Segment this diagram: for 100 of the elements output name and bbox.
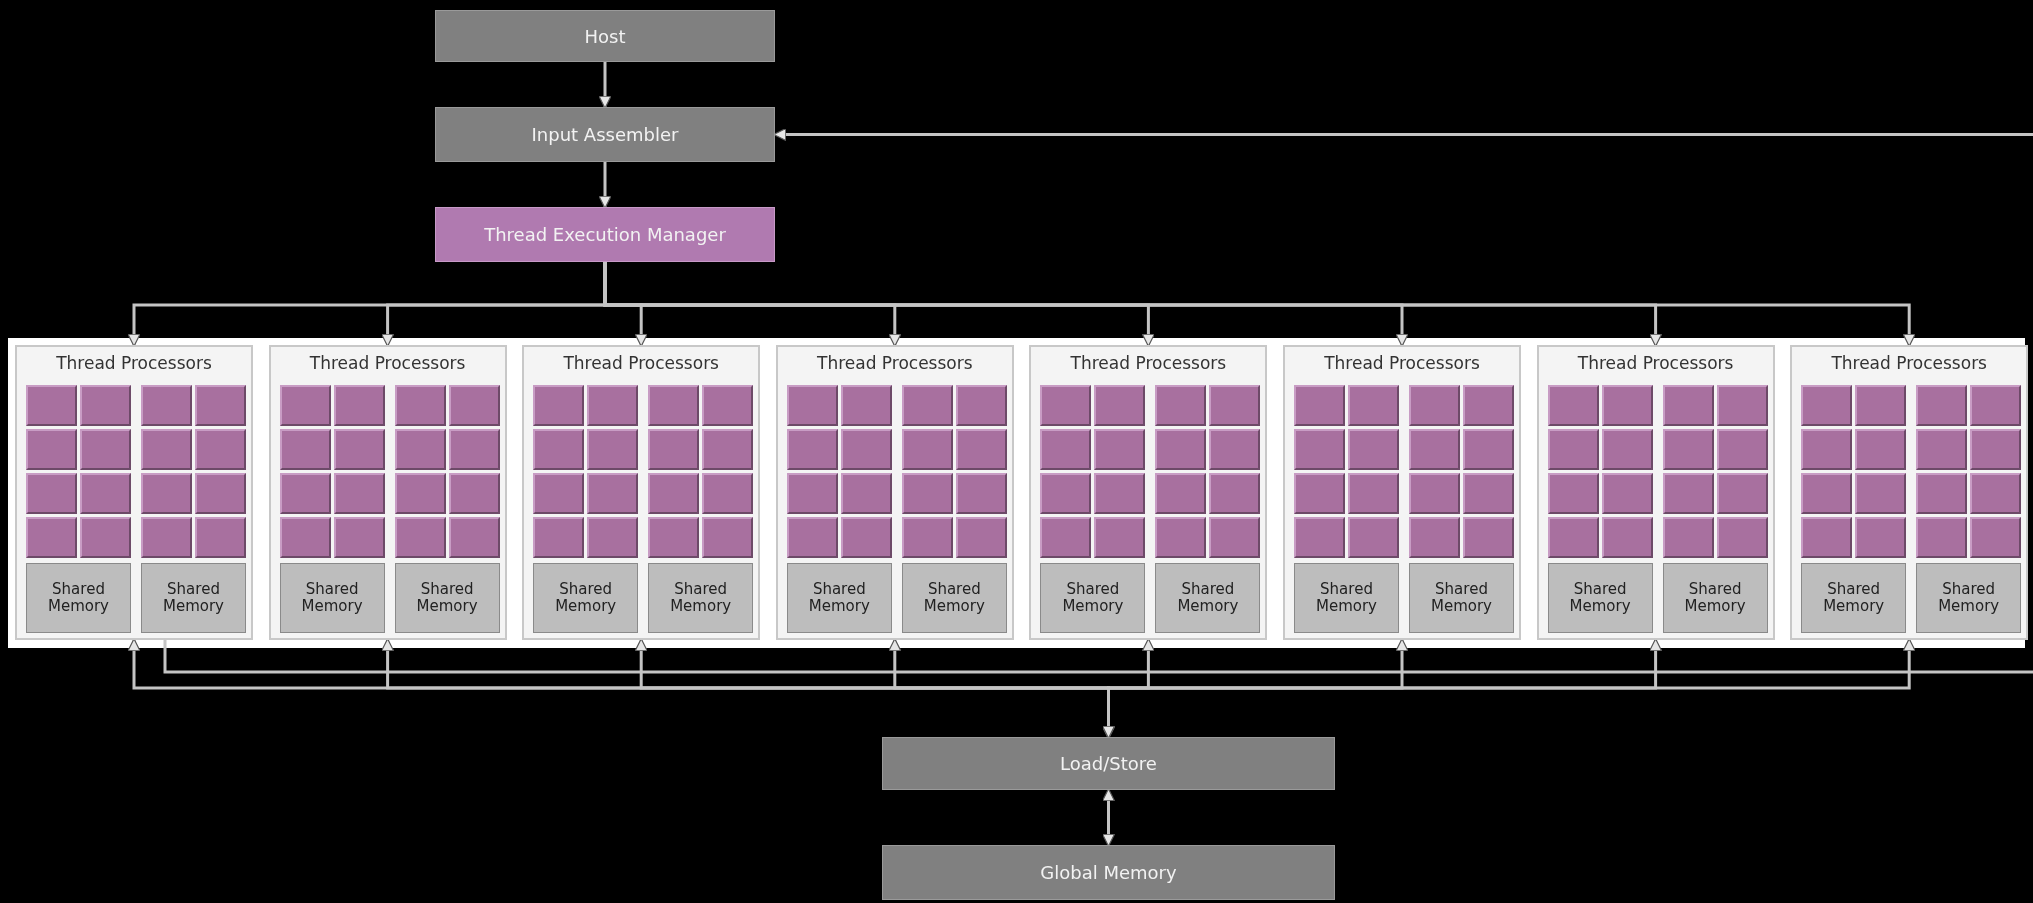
processor-cell: [1716, 517, 1768, 558]
process-box: Load/Store: [882, 737, 1335, 790]
processor-cell: [1294, 385, 1345, 426]
memory-box: Shared Memory: [141, 563, 246, 633]
processor-cell: [1716, 385, 1768, 426]
group-title: Thread Processors: [1576, 353, 1735, 373]
processor-cell: [840, 429, 892, 470]
processor-cell: [394, 517, 446, 558]
processor-cell: [648, 517, 700, 558]
processor-cell: [1155, 385, 1207, 426]
processor-cell: [901, 429, 953, 470]
processor-cell: [840, 517, 892, 558]
processor-cell: [1040, 473, 1092, 514]
processor-cell: [533, 473, 585, 514]
processor-cell: [141, 473, 192, 514]
processor-cell: [141, 517, 192, 558]
processor-cell: [786, 429, 838, 470]
processor-cell: [1547, 473, 1599, 514]
memory-box: Shared Memory: [901, 563, 1007, 633]
processor-cell: [1409, 385, 1460, 426]
processor-cell: [1155, 517, 1207, 558]
processor-cell: [1209, 385, 1261, 426]
processor-cell: [279, 429, 331, 470]
group-title: Thread Processors: [55, 353, 213, 373]
processor-cell: [195, 517, 246, 558]
processor-group: [268, 345, 507, 640]
processor-cell: [1970, 385, 2022, 426]
processor-cell: [333, 429, 385, 470]
processor-cell: [448, 429, 500, 470]
processor-cell: [1463, 429, 1514, 470]
memory-box: Shared Memory: [1294, 563, 1399, 633]
processor-cell: [333, 517, 385, 558]
processor-cell: [1547, 517, 1599, 558]
processor-cell: [702, 473, 754, 514]
processor-cell: [648, 385, 700, 426]
processor-cell: [955, 385, 1007, 426]
processor-cell: [786, 473, 838, 514]
group-title: Thread Processors: [1830, 353, 1988, 373]
processor-cell: [840, 473, 892, 514]
processor-cell: [141, 429, 192, 470]
processor-cell: [1662, 385, 1714, 426]
memory-box: Shared Memory: [279, 563, 385, 633]
processor-cell: [1409, 517, 1460, 558]
processor-cell: [26, 473, 77, 514]
processor-cell: [955, 429, 1007, 470]
processor-cell: [1094, 517, 1146, 558]
processor-cell: [1348, 385, 1399, 426]
processor-cell: [1970, 429, 2022, 470]
processor-cell: [786, 517, 838, 558]
processor-cell: [587, 429, 639, 470]
processor-cell: [1040, 517, 1092, 558]
processor-cell: [1294, 517, 1345, 558]
processor-cell: [279, 517, 331, 558]
processor-cell: [1716, 473, 1768, 514]
processor-cell: [141, 385, 192, 426]
processor-cell: [1916, 517, 1968, 558]
processor-cell: [1662, 429, 1714, 470]
processor-cell: [80, 517, 131, 558]
processor-cell: [1348, 473, 1399, 514]
processor-cell: [1409, 429, 1460, 470]
processor-cell: [1155, 429, 1207, 470]
group-title: Thread Processors: [816, 353, 974, 373]
memory-box: Shared Memory: [648, 563, 754, 633]
memory-box: Shared Memory: [1801, 563, 1907, 633]
processor-cell: [279, 385, 331, 426]
processor-cell: [448, 473, 500, 514]
processor-cell: [1547, 429, 1599, 470]
processor-group: [1283, 345, 1521, 640]
processor-cell: [786, 385, 838, 426]
group-title: Thread Processors: [562, 353, 720, 373]
processor-cell: [1463, 385, 1514, 426]
processor-cell: [955, 473, 1007, 514]
processor-group: [522, 345, 761, 640]
processor-cell: [448, 385, 500, 426]
processor-cell: [26, 517, 77, 558]
processor-group: [775, 345, 1014, 640]
memory-box: Shared Memory: [786, 563, 892, 633]
processor-group: [1790, 345, 2029, 640]
processor-cell: [1463, 473, 1514, 514]
processor-cell: [1601, 385, 1653, 426]
processor-cell: [195, 385, 246, 426]
memory-box: Shared Memory: [1155, 563, 1261, 633]
processor-cell: [1601, 429, 1653, 470]
processor-cell: [533, 517, 585, 558]
process-box: Global Memory: [882, 845, 1335, 900]
process-box: Input Assembler: [435, 107, 775, 162]
processor-cell: [1348, 517, 1399, 558]
processor-cell: [1094, 473, 1146, 514]
processor-cell: [1855, 429, 1907, 470]
processor-cell: [80, 429, 131, 470]
arrow: [773, 127, 2033, 142]
processor-cell: [1348, 429, 1399, 470]
processor-cell: [1916, 429, 1968, 470]
arrow: [598, 162, 612, 209]
process-box: Host: [435, 10, 775, 62]
processor-cell: [1547, 385, 1599, 426]
processor-cell: [80, 385, 131, 426]
processor-cell: [955, 517, 1007, 558]
processor-cell: [1094, 385, 1146, 426]
processor-cell: [80, 473, 131, 514]
